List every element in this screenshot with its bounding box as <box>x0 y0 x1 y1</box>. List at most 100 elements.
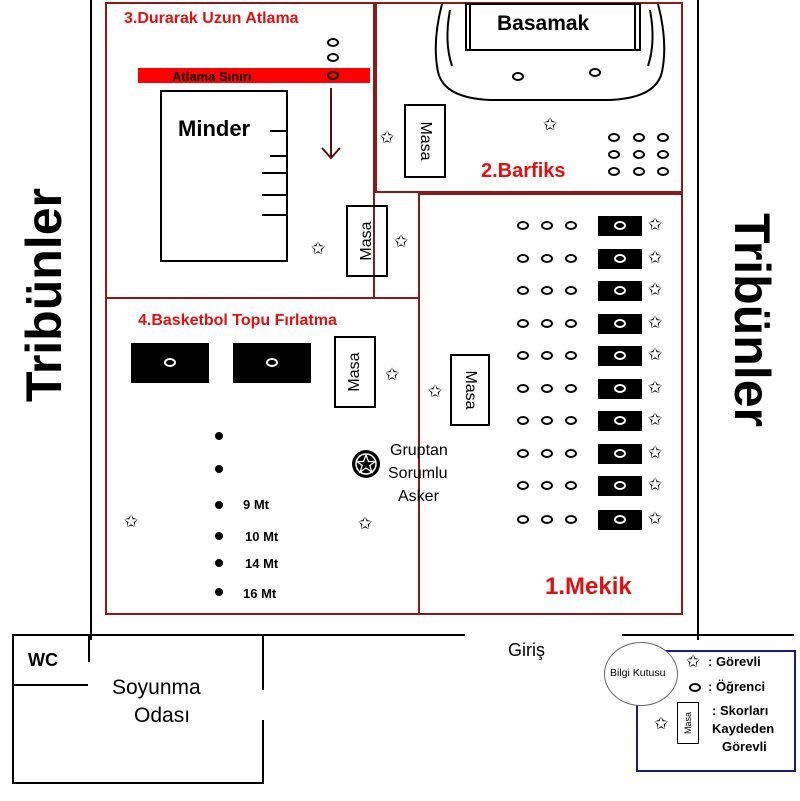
throw-mark-5 <box>215 559 223 567</box>
basketball-staff-star-3: ✩ <box>358 514 373 534</box>
situp-student-4-3 <box>565 319 577 328</box>
situp-rows: ✩✩✩✩✩✩✩✩✩✩ <box>510 216 670 540</box>
legend-student-label: : Öğrenci <box>708 679 766 694</box>
situp-mat-10 <box>598 510 642 530</box>
throw-mark-3 <box>215 501 223 509</box>
situp-mat-9 <box>598 476 642 496</box>
throw-mark-2 <box>215 465 223 473</box>
left-wall-line <box>90 0 92 640</box>
throw-mark-6 <box>215 588 223 596</box>
pullup-waiting-8 <box>633 167 645 176</box>
situp-student-1-2 <box>541 221 553 230</box>
group-leader-line-3: Asker <box>398 488 439 505</box>
entrance-right-line <box>622 634 794 636</box>
situp-mat-student-1 <box>614 221 626 230</box>
situp-mat-student-4 <box>614 319 626 328</box>
group-leader-line-2: Sorumlu <box>388 465 448 482</box>
pullup-student-2 <box>589 68 601 77</box>
right-wall-line <box>697 0 699 640</box>
legend-scorer-line-1: : Skorları <box>712 703 769 718</box>
long-jump-staff-star-2: ✩ <box>394 232 409 252</box>
situp-mat-5 <box>598 346 642 366</box>
situp-title: 1.Mekik <box>545 573 632 600</box>
legend-mini-table-label: Masa <box>683 711 693 735</box>
situp-mat-1 <box>598 216 642 236</box>
situp-mat-student-7 <box>614 416 626 425</box>
jumper-1 <box>327 38 339 47</box>
legend-staff-label: : Görevli <box>708 654 761 669</box>
step-label: Basamak <box>497 12 590 35</box>
legend-staff-star: ✩ <box>686 652 701 672</box>
distance-label-10: 10 Mt <box>245 529 279 544</box>
pullup-waiting-4 <box>608 150 620 159</box>
mat-mark-3 <box>262 172 287 174</box>
situp-mat-2 <box>598 249 642 269</box>
long-jump-table-label: Masa <box>358 221 375 261</box>
situp-student-1-3 <box>565 221 577 230</box>
situp-mat-student-8 <box>614 449 626 458</box>
situp-staff-star-6: ✩ <box>648 378 663 398</box>
situp-table-label: Masa <box>462 370 479 410</box>
situp-student-5-2 <box>541 351 553 360</box>
jumper-3 <box>327 71 339 80</box>
jumper-2 <box>327 53 339 62</box>
situp-student-5-1 <box>517 351 529 360</box>
tribune-right-label: Tribünler <box>724 213 780 427</box>
pullup-table: Masa <box>404 104 446 178</box>
throw-mark-1 <box>215 432 223 440</box>
mat-mark-1 <box>270 130 287 132</box>
pullup-waiting-1 <box>608 133 620 142</box>
mat-mark-4 <box>262 194 287 196</box>
basketball-table: Masa <box>334 336 376 408</box>
legend-scorer-line-2: Kaydeden <box>712 721 775 736</box>
tribune-left-label: Tribünler <box>16 188 72 402</box>
jump-limit-label: Atlama Sınırı <box>172 69 252 84</box>
pullup-waiting-2 <box>633 133 645 142</box>
pullup-staff-star-2: ✩ <box>543 115 558 135</box>
tribune-left: Tribünler <box>14 150 74 440</box>
situp-mat-3 <box>598 281 642 301</box>
situp-student-9-3 <box>565 481 577 490</box>
pullup-staff-star-1: ✩ <box>380 128 395 148</box>
basketball-throw-title: 4.Basketbol Topu Fırlatma <box>138 312 337 329</box>
pullup-student-1 <box>512 72 524 81</box>
situp-staff-star-1: ✩ <box>648 215 663 235</box>
throw-mat-1-student <box>164 358 176 367</box>
situp-student-2-3 <box>565 254 577 263</box>
distance-label-9: 9 Mt <box>243 497 269 512</box>
long-jump-title: 3.Durarak Uzun Atlama <box>124 10 299 27</box>
legend-scorer-line-3: Görevli <box>722 739 767 754</box>
situp-student-3-1 <box>517 286 529 295</box>
legend-mini-table: Masa <box>677 702 699 744</box>
situp-area <box>418 193 683 615</box>
situp-staff-star-3: ✩ <box>648 280 663 300</box>
situp-student-4-2 <box>541 319 553 328</box>
situp-staff-star-5: ✩ <box>648 345 663 365</box>
situp-mat-student-9 <box>614 481 626 490</box>
situp-student-4-1 <box>517 319 529 328</box>
changing-room-door-gap <box>232 690 266 720</box>
landing-mat-label: Minder <box>178 116 251 141</box>
throw-mat-1 <box>131 343 209 383</box>
throw-mark-4 <box>215 532 223 540</box>
distance-label-14: 14 Mt <box>245 556 279 571</box>
situp-student-10-1 <box>517 515 529 524</box>
situp-student-9-1 <box>517 481 529 490</box>
distance-label-16: 16 Mt <box>243 586 277 601</box>
tribune-right: Tribünler <box>722 170 782 470</box>
situp-mat-8 <box>598 444 642 464</box>
situp-mat-student-6 <box>614 384 626 393</box>
group-leader-line-1: Gruptan <box>390 442 448 459</box>
situp-student-7-1 <box>517 416 529 425</box>
wc-room <box>12 634 90 686</box>
long-jump-table: Masa <box>346 205 388 277</box>
situp-staff-star-8: ✩ <box>648 443 663 463</box>
pullup-waiting-9 <box>657 167 669 176</box>
jump-limit-bar <box>138 68 370 83</box>
entrance-label: Giriş <box>508 640 545 660</box>
situp-mat-student-5 <box>614 351 626 360</box>
situp-mat-4 <box>598 314 642 334</box>
situp-student-1-1 <box>517 221 529 230</box>
situp-mat-student-10 <box>614 515 626 524</box>
situp-student-10-2 <box>541 515 553 524</box>
